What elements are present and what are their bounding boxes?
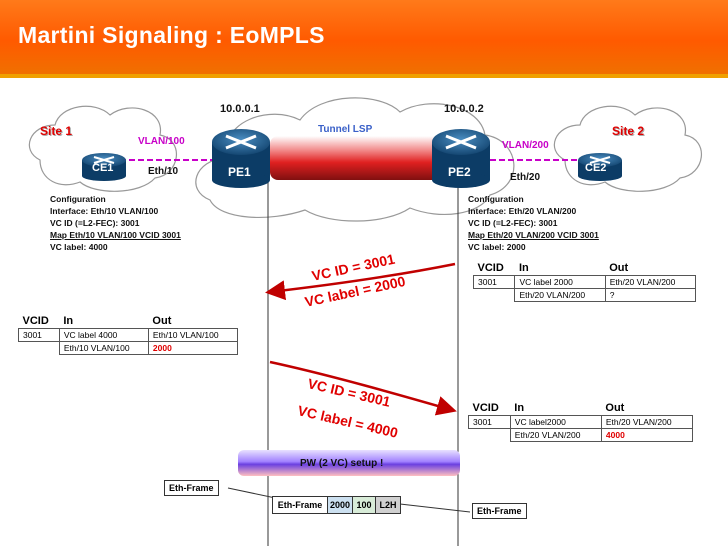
table-cell: VC label 2000 xyxy=(514,275,606,289)
pw-setup-bar xyxy=(238,450,460,476)
table-header: In xyxy=(514,261,606,276)
table-row: 3001 VC label 2000 Eth/20 VLAN/200 xyxy=(472,275,697,289)
config-right-line: Configuration xyxy=(468,194,524,204)
site2-cloud xyxy=(553,105,702,192)
pe2-initial-table: VCID In Out 3001 VC label 2000 Eth/20 VL… xyxy=(472,261,697,302)
table-cell: 3001 xyxy=(468,415,511,429)
table-header: In xyxy=(59,314,149,329)
title-bar: Martini Signaling : EoMPLS xyxy=(0,0,728,74)
table-cell: Eth/20 VLAN/200 xyxy=(509,428,602,442)
pe2-ip: 10.0.0.2 xyxy=(444,103,484,115)
title-rule xyxy=(0,74,728,78)
pe1-router xyxy=(212,129,270,188)
table-cell: Eth/10 VLAN/100 xyxy=(147,328,239,342)
site1-label: Site 1 xyxy=(40,124,73,138)
config-right-line: VC label: 2000 xyxy=(468,242,526,252)
table-cell: 2000 xyxy=(147,341,239,355)
table-cell: VC label 4000 xyxy=(58,328,149,342)
arrow-to-pe2 xyxy=(269,360,457,416)
ce2-router xyxy=(578,153,622,181)
site1-cloud xyxy=(28,105,177,192)
config-right-line: Interface: Eth/20 VLAN/200 xyxy=(468,206,577,216)
table-cell: VC label2000 xyxy=(509,415,602,429)
eth-frame-right: Eth-Frame xyxy=(472,503,527,519)
eth-left-label: Eth/10 xyxy=(148,166,179,177)
table-cell: Eth/20 VLAN/200 xyxy=(604,275,697,289)
packet-eth-frame: Eth-Frame xyxy=(272,496,328,514)
config-left-line: Interface: Eth/10 VLAN/100 xyxy=(50,206,159,216)
config-left-line: VC ID (=L2-FEC): 3001 xyxy=(50,218,140,228)
slide-title: Martini Signaling : EoMPLS xyxy=(18,22,325,48)
pe2-label: PE2 xyxy=(448,165,471,179)
ce1-router xyxy=(82,153,126,181)
table-cell: Eth/20 VLAN/200 xyxy=(514,288,606,302)
config-right: Configuration Interface: Eth/20 VLAN/200… xyxy=(468,193,599,253)
tunnel-lsp-tube xyxy=(270,136,440,180)
vlan-right-label: VLAN/200 xyxy=(502,140,549,151)
config-right-line: Map Eth/20 VLAN/200 VCID 3001 xyxy=(468,230,599,240)
packet-label-2000: 2000 xyxy=(327,496,353,514)
config-left-line: VC label: 4000 xyxy=(50,242,108,252)
config-right-line: VC ID (=L2-FEC): 3001 xyxy=(468,218,558,228)
table-header: VCID xyxy=(473,261,515,276)
site2-label: Site 2 xyxy=(612,124,645,138)
table-cell: Eth/10 VLAN/100 xyxy=(58,341,149,355)
table-header-row: VCID In Out xyxy=(18,314,238,329)
pe2-final-table: VCID In Out 3001 VC label2000 Eth/20 VLA… xyxy=(468,401,694,442)
pe2-router xyxy=(432,129,490,188)
table-header: VCID xyxy=(18,314,60,329)
table-row: 3001 VC label2000 Eth/20 VLAN/200 xyxy=(468,415,694,429)
arrow-to-pe1 xyxy=(265,262,456,301)
table-row: Eth/20 VLAN/200 4000 xyxy=(469,428,694,442)
table-cell: 3001 xyxy=(472,275,516,289)
config-left-line: Map Eth/10 VLAN/100 VCID 3001 xyxy=(50,230,181,240)
table-row: 3001 VC label 4000 Eth/10 VLAN/100 xyxy=(18,328,239,342)
pe1-label: PE1 xyxy=(228,165,251,179)
table-cell: Eth/20 VLAN/200 xyxy=(600,415,694,429)
packet-label-100: 100 xyxy=(352,496,376,514)
table-header-row: VCID In Out xyxy=(468,401,693,416)
config-left: Configuration Interface: Eth/10 VLAN/100… xyxy=(50,193,181,253)
config-left-line: Configuration xyxy=(50,194,106,204)
eth-frame-left: Eth-Frame xyxy=(164,480,219,496)
table-cell xyxy=(469,429,511,442)
table-header: Out xyxy=(605,261,696,276)
pe1-ip: 10.0.0.1 xyxy=(220,103,260,115)
table-cell xyxy=(19,342,60,355)
ce2-label: CE2 xyxy=(585,162,607,174)
table-header: Out xyxy=(148,314,238,329)
table-cell: 4000 xyxy=(600,428,694,442)
table-header: In xyxy=(510,401,602,416)
table-header-row: VCID In Out xyxy=(473,261,696,276)
table-header: VCID xyxy=(468,401,511,416)
tunnel-lsp-label: Tunnel LSP xyxy=(318,124,373,135)
eth-right-label: Eth/20 xyxy=(510,172,541,183)
table-row: Eth/10 VLAN/100 2000 xyxy=(19,341,239,355)
table-cell xyxy=(474,289,515,302)
vlan-left-label: VLAN/100 xyxy=(138,136,185,147)
packet-l2h: L2H xyxy=(375,496,401,514)
table-row: Eth/20 VLAN/200 ? xyxy=(474,288,697,302)
table-header: Out xyxy=(601,401,693,416)
pe1-table: VCID In Out 3001 VC label 4000 Eth/10 VL… xyxy=(18,314,239,355)
pw-setup-label: PW (2 VC) setup ! xyxy=(300,458,384,469)
table-cell: 3001 xyxy=(18,328,60,342)
table-cell: ? xyxy=(604,288,697,302)
ce1-label: CE1 xyxy=(92,162,114,174)
